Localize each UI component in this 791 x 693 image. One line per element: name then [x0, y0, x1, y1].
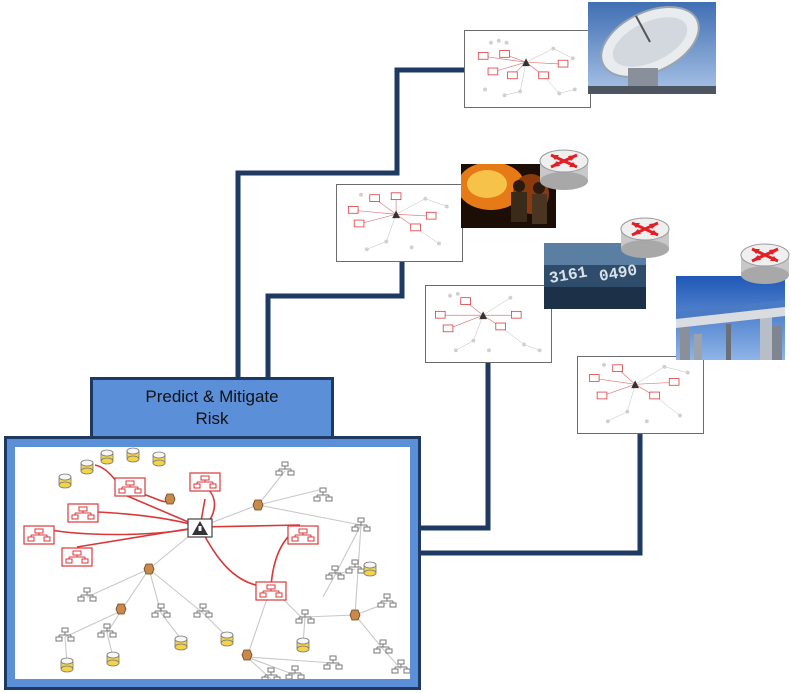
network-thumbnail-monorail [577, 356, 704, 434]
monorail-photo [676, 276, 785, 360]
risk-box-line1: Predict & Mitigate [145, 387, 279, 406]
main-network-panel [4, 436, 421, 690]
network-thumbnail-firefighters [336, 184, 463, 262]
computer-icon [55, 461, 410, 679]
predict-mitigate-risk-label-box: Predict & Mitigate Risk [90, 377, 334, 439]
connector-credit-card [421, 362, 491, 531]
connector-monorail [421, 432, 643, 556]
connector-firefighters [265, 258, 405, 378]
connector-satellite [235, 67, 467, 378]
mini-network-diagram [588, 362, 690, 424]
router-icon [738, 237, 791, 285]
network-device-icon [23, 472, 319, 601]
router-icon [618, 211, 672, 259]
firefighters-photo [461, 164, 556, 228]
main-network-diagram [15, 447, 410, 679]
router-icon [537, 143, 591, 191]
mini-network-diagram [435, 291, 542, 353]
network-thumbnail-satellite [464, 30, 591, 108]
mini-network-diagram [477, 38, 577, 98]
mini-network-diagram [347, 192, 449, 252]
warning-triangle-icon [187, 518, 213, 538]
risk-box-line2: Risk [195, 409, 229, 428]
satellite-dish-photo [588, 2, 716, 94]
network-thumbnail-credit-card [425, 285, 552, 363]
